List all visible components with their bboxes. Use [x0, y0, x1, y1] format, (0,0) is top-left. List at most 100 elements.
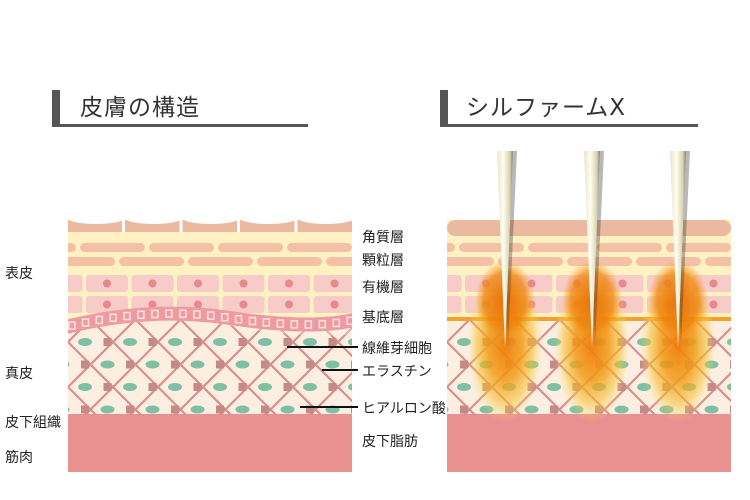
hyaluronic-node — [238, 338, 247, 346]
fibroblast-cell — [145, 405, 160, 414]
fibroblast-cell — [280, 405, 295, 414]
granular-cell — [447, 243, 455, 252]
cell-nucleus — [194, 279, 202, 288]
granular-cell — [287, 243, 352, 252]
label-basal-layer: 基底層 — [362, 310, 404, 326]
fibroblast-cell — [412, 383, 426, 391]
granular-cell — [68, 257, 115, 266]
fibroblast-cell — [303, 338, 317, 346]
fibroblast-cell — [68, 407, 70, 412]
hyaluronic-node — [216, 405, 224, 414]
elastin-fiber — [247, 326, 352, 433]
heat-zones — [467, 260, 716, 423]
basal-cell — [193, 310, 201, 319]
granular-cell — [218, 243, 283, 252]
cell-nucleus — [330, 300, 339, 309]
granular-cell — [188, 257, 253, 266]
basal-cell — [95, 315, 104, 325]
basal-cell — [276, 319, 285, 328]
fibroblast-cell — [727, 383, 731, 391]
subcutaneous-fat — [447, 415, 731, 472]
fibroblast-cell — [727, 338, 731, 346]
hyaluronic-node — [640, 405, 648, 414]
hyaluronic-node — [126, 405, 134, 414]
fibroblast-cell — [33, 338, 47, 346]
granular-cell — [149, 243, 214, 252]
title-decoration — [52, 90, 698, 127]
hyaluronic-node — [193, 338, 202, 346]
hyaluronic-node — [171, 405, 179, 414]
basal-cell — [290, 320, 299, 329]
fibroblast-cell — [348, 338, 352, 346]
hyaluronic-node — [148, 383, 157, 391]
basal-cell — [207, 311, 215, 320]
granular-cell — [705, 257, 731, 266]
label-spinous-layer: 有機層 — [362, 280, 404, 296]
fibroblast-cell — [235, 360, 250, 369]
hyaluronic-node — [238, 383, 247, 391]
cell-nucleus — [103, 279, 111, 288]
fibroblast-cell — [393, 383, 407, 391]
granular-cell — [735, 243, 750, 252]
granular-cell — [459, 243, 524, 252]
basal-cell — [262, 318, 271, 327]
hyaluronic-node — [14, 338, 22, 346]
basal-cell — [137, 310, 145, 320]
basal-cell — [179, 309, 187, 319]
elastin-fiber — [743, 297, 750, 432]
hyaluronic-node — [707, 383, 716, 391]
hyaluronic-node — [171, 360, 179, 369]
hyaluronic-node — [374, 383, 382, 391]
label-muscle: 筋肉 — [5, 450, 33, 466]
fibroblast-cell — [280, 360, 295, 369]
label-elastin: エラスチン — [362, 364, 432, 380]
cell-nucleus — [239, 279, 248, 288]
granular-cell — [528, 243, 593, 252]
needles — [497, 151, 690, 348]
hyaluronic-node — [306, 360, 314, 369]
fibroblast-cell — [258, 383, 272, 391]
granular-cell — [666, 243, 731, 252]
fibroblast-cell — [524, 405, 539, 414]
spinous-cell — [447, 296, 462, 313]
cell-nucleus — [285, 300, 293, 309]
granular-cell — [257, 257, 322, 266]
spinous-cell — [447, 275, 462, 292]
spinous-cell — [68, 275, 83, 292]
cell-nucleus — [618, 279, 627, 288]
fibroblast-cell — [123, 338, 137, 346]
leader-lines — [287, 346, 358, 408]
cell-nucleus — [239, 300, 248, 309]
left-title: 皮膚の構造 — [80, 95, 200, 121]
hyaluronic-node — [393, 383, 401, 391]
basal-cell — [220, 312, 229, 322]
label-fibroblast: 線維芽細胞 — [362, 341, 432, 357]
fibroblast-cell — [168, 383, 182, 391]
hyaluronic-node — [81, 360, 89, 369]
fibroblast-cell — [190, 360, 205, 369]
hyaluronic-node — [126, 360, 134, 369]
hyaluronic-node — [261, 360, 269, 369]
fibroblast-cell — [258, 338, 272, 346]
elastin-fiber — [743, 297, 750, 432]
label-subcutaneous-fat: 皮下脂肪 — [362, 434, 418, 450]
needle — [670, 151, 686, 348]
spinous-cell — [68, 296, 83, 313]
fibroblast-cell — [78, 383, 92, 391]
label-subcutaneous-tissue: 皮下組織 — [5, 415, 61, 431]
fibroblast-cell — [325, 360, 340, 369]
hyaluronic-node — [730, 405, 731, 414]
fibroblast-cell — [447, 407, 449, 412]
label-epidermis: 表皮 — [5, 266, 33, 282]
fibroblast-cell — [100, 405, 115, 414]
cell-nucleus — [709, 279, 718, 288]
fibroblast-cell — [190, 405, 205, 414]
hyaluronic-node — [351, 405, 352, 414]
fibroblast-cell — [213, 383, 227, 391]
basal-cell — [248, 316, 257, 326]
fibroblast-cell — [78, 338, 92, 346]
hyaluronic-node — [193, 383, 202, 391]
hyaluronic-node — [306, 405, 314, 414]
fibroblast-cell — [348, 383, 352, 391]
